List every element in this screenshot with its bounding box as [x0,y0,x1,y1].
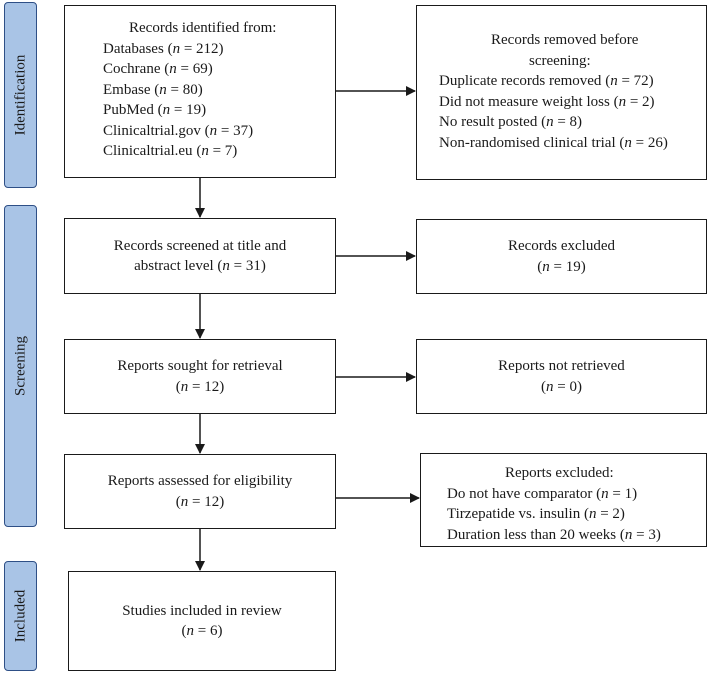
list-item-label: No result posted [439,114,538,130]
list-item-count: 19 [186,102,202,118]
list-item-count: 8 [569,114,578,130]
reports-not-retrieved-box: Reports not retrieved (n = 0) [416,339,707,414]
records-removed-list: Duplicate records removed (n = 72) Did no… [439,71,706,153]
records-removed-title-line1: Records removed before [491,32,639,48]
phase-included: Included [4,561,37,671]
reports-assessed-title: Reports assessed for eligibility [107,473,293,489]
list-item-count: 72 [633,73,649,89]
list-item: Non-randomised clinical trial (n = 26) [439,134,668,151]
reports-assessed-count: (n = 12) [175,493,225,510]
list-item-label: Duplicate records removed [439,73,602,89]
studies-included-count: (n = 6) [181,623,223,639]
list-item: Clinicaltrial.eu (n = 7) [103,143,238,159]
list-item-count: 2 [642,93,650,110]
list-item-label: Do not have comparator [447,485,593,502]
list-item-count: 7 [224,143,233,159]
list-item-count: 80 [182,81,198,98]
list-item-label: Did not measure weight loss [439,93,610,110]
reports-excluded-box: Reports excluded: Do not have comparator… [420,453,707,547]
reports-not-retrieved-title: Reports not retrieved [498,358,625,374]
list-item-label: Clinicaltrial.gov [103,122,201,139]
list-item: Cochrane (n = 69) [103,61,213,77]
list-item-count: 37 [233,122,249,139]
studies-included-title: Studies included in review [122,602,282,619]
reports-excluded-title: Reports excluded: [505,465,614,481]
records-excluded-count: (n = 19) [537,258,586,275]
reports-sought-title: Reports sought for retrieval [117,358,283,374]
list-item: Did not measure weight loss (n = 2) [439,93,655,110]
records-screened-box: Records screened at title and abstract l… [64,218,336,294]
list-item-label: Duration less than 20 weeks [447,526,617,543]
reports-not-retrieved-count: (n = 0) [541,378,582,395]
list-item: Duplicate records removed (n = 72) [439,73,654,89]
list-item: Databases (n = 212) [103,40,224,57]
reports-assessed-box: Reports assessed for eligibility (n = 12… [64,454,336,529]
list-item-count: 2 [612,506,620,522]
list-item-label: Cochrane [103,61,161,77]
list-item-label: Tirzepatide vs. insulin [447,506,581,522]
records-identified-box: Records identified from: Databases (n = … [64,5,336,178]
records-identified-list: Databases (n = 212) Cochrane (n = 69) Emba… [103,39,335,162]
phase-identification: Identification [4,2,37,188]
reports-sought-box: Reports sought for retrieval (n = 12) [64,339,336,414]
list-item: PubMed (n = 19) [103,102,207,118]
list-item: Clinicaltrial.gov (n = 37) [103,122,254,139]
list-item-count: 69 [192,61,208,77]
records-screened-line2: abstract level (n = 31) [134,258,266,274]
list-item-count: 212 [196,40,219,57]
reports-excluded-list: Do not have comparator (n = 1) Tirzepatid… [447,484,706,546]
records-identified-title: Records identified from: [129,20,277,36]
list-item-count: 26 [647,134,663,151]
list-item-count: 3 [648,526,656,543]
list-item: Tirzepatide vs. insulin (n = 2) [447,506,625,522]
records-screened-line1: Records screened at title and [113,237,287,254]
list-item: Do not have comparator (n = 1) [447,485,638,502]
list-item: Duration less than 20 weeks (n = 3) [447,526,661,543]
list-item: Embase (n = 80) [103,81,203,98]
records-removed-title-line2: screening: [529,52,591,69]
reports-sought-count: (n = 12) [175,378,225,395]
records-excluded-title: Records excluded [507,238,616,254]
records-removed-box: Records removed before screening: Duplic… [416,5,707,180]
list-item-label: Embase [103,81,151,98]
studies-included-box: Studies included in review (n = 6) [68,571,336,671]
list-item-label: Non-randomised clinical trial [439,134,616,151]
list-item-label: Databases [103,40,164,57]
list-item-label: Clinicaltrial.eu [103,143,193,159]
phase-screening: Screening [4,205,37,527]
list-item: No result posted (n = 8) [439,114,583,130]
list-item-label: PubMed [103,102,154,118]
records-excluded-box: Records excluded (n = 19) [416,219,707,294]
list-item-count: 1 [624,485,633,502]
